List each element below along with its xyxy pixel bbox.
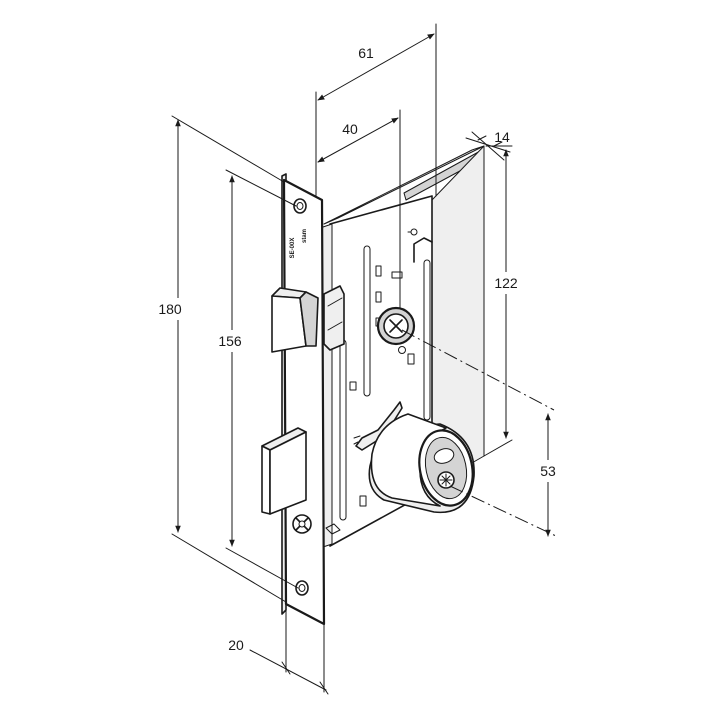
dim-156-ext-bottom (225, 547, 299, 589)
case-pin (410, 228, 418, 236)
dim-40-line (317, 117, 399, 163)
dim-156-ext-top (225, 169, 297, 207)
case-bottom-tab (325, 523, 341, 535)
faceplate: stam SE-00X (281, 173, 326, 626)
dim-180-ext-top (171, 115, 285, 183)
adjustment-screw (292, 514, 312, 534)
dim-122-label: 122 (494, 275, 518, 291)
dim-14-ticks (477, 135, 503, 147)
dim-53-centerline-cylinder (449, 485, 557, 537)
dim-backset: 40 (317, 109, 401, 309)
faceplate-model: SE-00X (290, 238, 296, 259)
deadbolt-left (261, 445, 271, 515)
case-notch-5 (349, 381, 357, 391)
faceplate-brand: stam (302, 229, 308, 243)
case-notch-6 (407, 353, 415, 365)
case-hook (413, 237, 433, 263)
dim-screw-spacing: 156 (210, 169, 299, 589)
dim-overall-height: 180 (150, 115, 287, 603)
latch-bolt (271, 285, 345, 353)
dim-53-centerline-follower (401, 329, 555, 411)
case-notch-3 (391, 271, 403, 279)
dim-180-ext-bottom (171, 533, 287, 603)
deadbolt-front (269, 431, 307, 515)
case-slot-right (423, 259, 431, 421)
cylinder-keyway-pins (439, 473, 453, 487)
adjustment-screw-center (298, 520, 306, 528)
follower-square-hole (389, 319, 403, 333)
case-lever (355, 401, 403, 451)
cylinder-logo-badge (433, 448, 455, 464)
latch-tongue-lines (327, 297, 343, 331)
dim-156-label-bg (210, 330, 250, 352)
dim-faceplate-width: 20 (228, 603, 329, 695)
dim-156-label: 156 (218, 333, 242, 349)
dim-case-height: 122 (483, 145, 526, 457)
dim-20-label: 20 (228, 637, 244, 653)
follower-pin (398, 346, 406, 354)
follower-hub (376, 306, 416, 354)
top-screw-hole-inner (296, 202, 304, 210)
dim-53-label: 53 (540, 463, 556, 479)
cylinder-face-inner (424, 436, 468, 500)
case-slot-long (363, 245, 371, 397)
dim-61-label: 61 (358, 45, 374, 61)
case-lever-marks (353, 435, 361, 445)
case-notch-2 (375, 291, 382, 303)
dim-40-label: 40 (342, 121, 358, 137)
brand-logo-text: stam (302, 229, 308, 243)
dim-total-depth: 61 (315, 23, 437, 197)
bottom-screw-hole-inner (298, 584, 306, 592)
dim-20-ticks (281, 661, 329, 695)
dim-53-label-bg (530, 460, 562, 482)
case-notch-7 (359, 495, 367, 507)
dim-180-label: 180 (158, 301, 182, 317)
dim-180-label-bg (150, 298, 190, 320)
case-slot-left (339, 339, 347, 521)
dim-20-line (249, 649, 327, 691)
dead-bolt (261, 427, 307, 515)
latch-tongue (323, 285, 345, 351)
dim-61-line (317, 33, 435, 101)
case-notch-1 (375, 265, 382, 277)
dim-14-line (465, 137, 511, 153)
dim-122-label-bg (486, 272, 526, 294)
dim-122-ext-bottom (483, 439, 513, 457)
lock-cylinder (368, 413, 475, 514)
dim-center-distance: 53 (401, 329, 562, 537)
dim-14-label: 14 (494, 129, 510, 145)
latch-side (299, 291, 319, 347)
brand-model-text: SE-00X (290, 238, 296, 259)
